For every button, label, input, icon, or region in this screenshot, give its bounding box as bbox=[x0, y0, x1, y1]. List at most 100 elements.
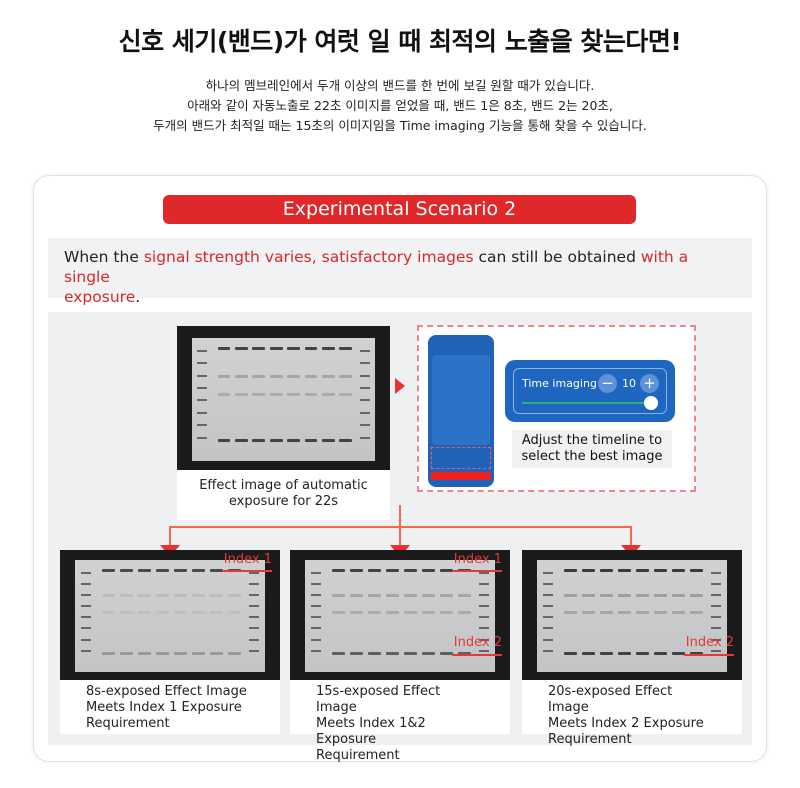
ladder-band bbox=[248, 627, 259, 630]
ladder-band bbox=[710, 638, 721, 641]
arrow-left-icon bbox=[452, 654, 502, 656]
gel-band bbox=[234, 347, 248, 351]
connector bbox=[399, 526, 401, 546]
ladder-band bbox=[359, 399, 370, 402]
gel-band bbox=[689, 569, 703, 573]
gel-band bbox=[367, 652, 382, 656]
gel-band bbox=[304, 347, 318, 351]
ladder-band bbox=[478, 627, 489, 630]
gel-band bbox=[421, 610, 435, 614]
ladder-band bbox=[248, 649, 259, 652]
gel-band bbox=[581, 593, 596, 597]
description-line: 두개의 밴드가 최적일 때는 15초의 이미지임을 Time imaging 기… bbox=[153, 118, 647, 133]
ladder-band bbox=[478, 649, 489, 652]
gel-band bbox=[227, 610, 241, 614]
ladder-band bbox=[81, 638, 92, 641]
gel-band bbox=[217, 393, 231, 397]
time-imaging-value: 10 bbox=[622, 377, 636, 390]
gel-band bbox=[581, 610, 596, 614]
ladder-band bbox=[543, 605, 554, 608]
gel-band bbox=[653, 593, 667, 597]
ladder-band bbox=[311, 649, 322, 652]
gel-band bbox=[287, 374, 300, 378]
ladder-band bbox=[359, 424, 370, 427]
gel-band bbox=[635, 652, 650, 656]
ladder-band bbox=[710, 582, 721, 585]
gel-band bbox=[635, 593, 650, 597]
gel-band bbox=[599, 593, 614, 597]
gel-band bbox=[385, 610, 400, 614]
arrow-right-icon bbox=[395, 378, 405, 394]
gel-band bbox=[439, 610, 453, 614]
ladder-band bbox=[81, 649, 92, 652]
gel-band bbox=[339, 374, 353, 378]
gel-band bbox=[119, 569, 134, 573]
gel-band bbox=[349, 610, 364, 614]
ladder-band bbox=[359, 387, 370, 390]
plus-button[interactable]: + bbox=[640, 374, 659, 393]
gel-band bbox=[439, 652, 453, 656]
ladder-band bbox=[197, 374, 208, 377]
gel-band bbox=[563, 593, 578, 597]
index-1-label: Index 1 bbox=[453, 552, 502, 567]
gel-band bbox=[269, 347, 283, 351]
ladder-band bbox=[311, 571, 322, 574]
gel-band bbox=[217, 439, 231, 443]
connector bbox=[170, 526, 632, 528]
description: 하나의 멤브레인에서 두개 이상의 밴드를 한 번에 보길 원할 때가 있습니다… bbox=[0, 76, 800, 136]
ladder-band bbox=[311, 593, 322, 596]
slider-handle[interactable] bbox=[644, 396, 658, 410]
gel-band bbox=[252, 374, 266, 378]
gel-band bbox=[191, 569, 205, 573]
timeline-slider[interactable] bbox=[522, 402, 650, 404]
gel-band bbox=[287, 393, 300, 397]
ladder-band bbox=[248, 593, 259, 596]
gel-band bbox=[217, 374, 231, 378]
gel-band bbox=[101, 593, 116, 597]
ladder-band bbox=[478, 571, 489, 574]
arrow-left-icon bbox=[222, 570, 272, 572]
time-imaging-control[interactable]: Time imaging − 10 + bbox=[505, 360, 675, 422]
gel-band bbox=[653, 569, 667, 573]
ladder-band bbox=[197, 349, 208, 352]
ladder-band bbox=[543, 593, 554, 596]
ladder-band bbox=[311, 616, 322, 619]
ladder-band bbox=[543, 616, 554, 619]
ladder-band bbox=[81, 605, 92, 608]
gel-band bbox=[385, 652, 400, 656]
ladder-band bbox=[81, 616, 92, 619]
gel-band bbox=[173, 610, 188, 614]
gel-band bbox=[403, 593, 418, 597]
ladder-band bbox=[359, 349, 370, 352]
ladder-band bbox=[197, 362, 208, 365]
gel-band bbox=[457, 593, 471, 597]
gel-band bbox=[457, 610, 471, 614]
ladder-band bbox=[311, 582, 322, 585]
gel-band bbox=[385, 593, 400, 597]
connector bbox=[169, 526, 171, 546]
gel-band bbox=[689, 652, 703, 656]
description-line: 아래와 같이 자동노출로 22초 이미지를 얻었을 때, 밴드 1은 8초, 밴… bbox=[187, 98, 613, 113]
gel-band bbox=[173, 569, 188, 573]
gel-band bbox=[671, 593, 685, 597]
ladder-band bbox=[197, 436, 208, 439]
gel-band bbox=[269, 393, 283, 397]
gel-band bbox=[101, 610, 116, 614]
gel-band bbox=[304, 439, 318, 443]
index-1-label: Index 1 bbox=[223, 552, 272, 567]
gel-band bbox=[635, 569, 650, 573]
gel-image-result: Index 1 bbox=[60, 550, 280, 680]
gel-band bbox=[119, 593, 134, 597]
ladder-band bbox=[311, 638, 322, 641]
ladder-band bbox=[248, 582, 259, 585]
connector bbox=[399, 505, 401, 527]
gel-band bbox=[331, 652, 346, 656]
gel-band bbox=[119, 652, 134, 656]
ladder-band bbox=[543, 582, 554, 585]
gel-band bbox=[617, 652, 632, 656]
ladder-band bbox=[543, 638, 554, 641]
gel-band bbox=[209, 652, 223, 656]
minus-button[interactable]: − bbox=[598, 374, 617, 393]
ladder-band bbox=[311, 627, 322, 630]
